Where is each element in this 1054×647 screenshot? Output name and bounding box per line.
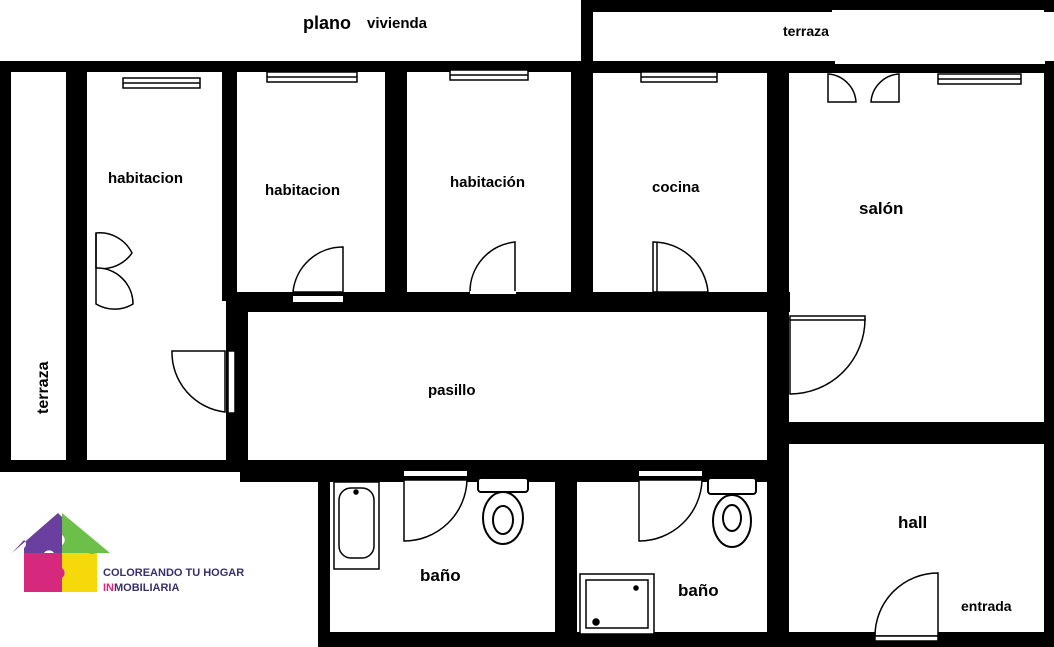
toilet-bano-1 [477,477,529,545]
door-habitacion-1-lower [95,267,134,310]
title-plano: plano [303,13,351,33]
label-terraza-left: terraza [35,361,52,414]
door-habitacion-3 [469,241,516,293]
logo-text-line2: INMOBILIARIA [103,582,179,594]
label-terraza-top: terraza [783,23,829,39]
house-puzzle-icon [12,513,110,592]
logo-text-mobiliaria: MOBILIARIA [114,582,179,594]
company-logo: COLOREANDO TU HOGAR INMOBILIARIA [12,513,244,594]
label-entrada: entrada [961,598,1012,614]
door-habitacion-1-main [171,350,226,413]
label-habitacion-2: habitacion [265,182,340,199]
door-habitacion-2 [292,246,344,293]
label-salon: salón [859,199,903,218]
doors [95,73,939,642]
label-bano-2: baño [678,581,719,600]
label-habitacion-3: habitación [450,174,525,191]
door-salon [789,318,866,395]
puzzle-piece-pink [24,553,65,592]
windows [122,10,1045,89]
title-vivienda: vivienda [367,15,428,32]
door-entrada [874,572,939,637]
label-cocina: cocina [652,179,700,196]
label-pasillo: pasillo [428,382,476,399]
door-salon-terrace-right [870,73,900,103]
puzzle-piece-yellow [62,553,97,592]
door-habitacion-1-upper [95,232,133,270]
logo-text-in: IN [103,582,114,594]
label-bano-1: baño [420,566,461,585]
door-cocina [652,241,709,293]
door-bano-1 [403,479,468,542]
puzzle-piece-green [62,513,110,553]
label-habitacion-1: habitacion [108,170,183,187]
puzzle-piece-purple [12,513,62,553]
logo-text-line1: COLOREANDO TU HOGAR [103,567,244,579]
shower-tray [579,573,655,635]
toilet-bano-2 [707,477,757,548]
door-bano-2 [638,479,703,542]
bathtub [333,481,380,570]
label-hall: hall [898,513,927,532]
door-salon-terrace-left [827,73,857,103]
